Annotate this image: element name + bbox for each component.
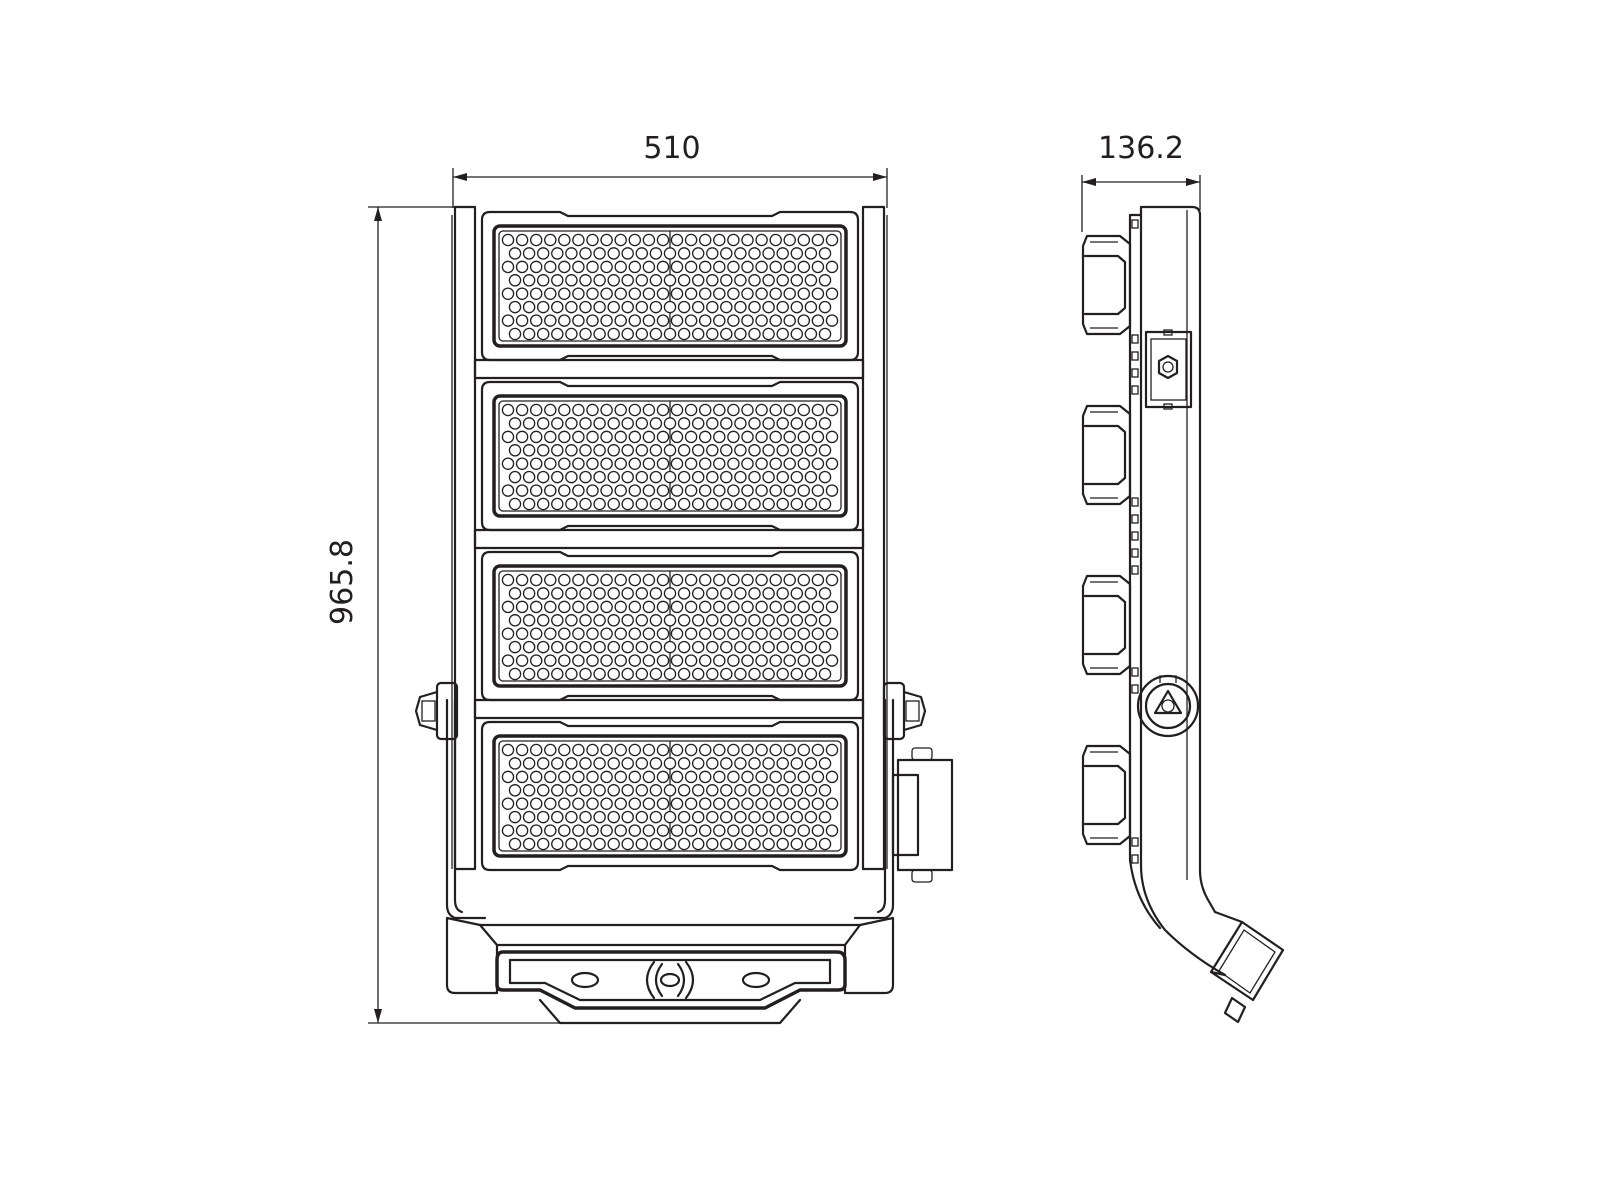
bracket-left-arm	[445, 698, 487, 920]
side-module	[1081, 574, 1132, 676]
fin	[1131, 385, 1139, 395]
fin	[1131, 514, 1139, 524]
fin	[1131, 219, 1139, 229]
fin	[1131, 837, 1139, 847]
fin	[1131, 334, 1139, 344]
bracket-center-hole	[659, 972, 681, 988]
fin	[1131, 548, 1139, 558]
right-tilt-knob	[882, 681, 927, 741]
side-view	[1081, 205, 1285, 1024]
side-module-profiles	[1081, 234, 1132, 846]
fin	[1131, 565, 1139, 575]
width-label: 510	[643, 131, 700, 166]
left-side-rail	[453, 205, 477, 871]
left-tilt-knob	[414, 681, 459, 741]
side-bracket-foot	[1209, 910, 1285, 1024]
side-fins	[1131, 219, 1139, 864]
height-dimension: 965.8	[325, 206, 560, 1024]
fin	[1131, 368, 1139, 378]
led-module	[480, 720, 860, 872]
height-label: 965.8	[325, 539, 360, 625]
bottom-bracket	[445, 916, 895, 1025]
led-module	[480, 550, 860, 702]
fin	[1131, 684, 1139, 694]
width-dimension: 510	[452, 131, 888, 208]
side-module	[1081, 744, 1132, 846]
depth-dimension: 136.2	[1081, 131, 1201, 232]
bracket-right-arm	[853, 698, 895, 920]
side-housing	[1139, 205, 1227, 977]
side-tilt-knob	[1136, 674, 1200, 738]
fin	[1131, 351, 1139, 361]
side-junction-box	[1144, 329, 1193, 410]
led-modules	[480, 210, 860, 872]
side-module	[1081, 404, 1132, 506]
bracket-slot-right	[741, 971, 771, 989]
led-module	[480, 210, 860, 362]
fin	[1131, 497, 1139, 507]
fin	[1131, 531, 1139, 541]
bracket-slot-left	[570, 971, 600, 989]
fin	[1131, 667, 1139, 677]
right-side-rail	[861, 205, 886, 871]
front-view	[414, 205, 954, 1025]
led-module	[480, 380, 860, 532]
driver-box	[891, 747, 954, 883]
fin	[1131, 854, 1139, 864]
side-module	[1081, 234, 1132, 336]
depth-label: 136.2	[1098, 131, 1184, 166]
